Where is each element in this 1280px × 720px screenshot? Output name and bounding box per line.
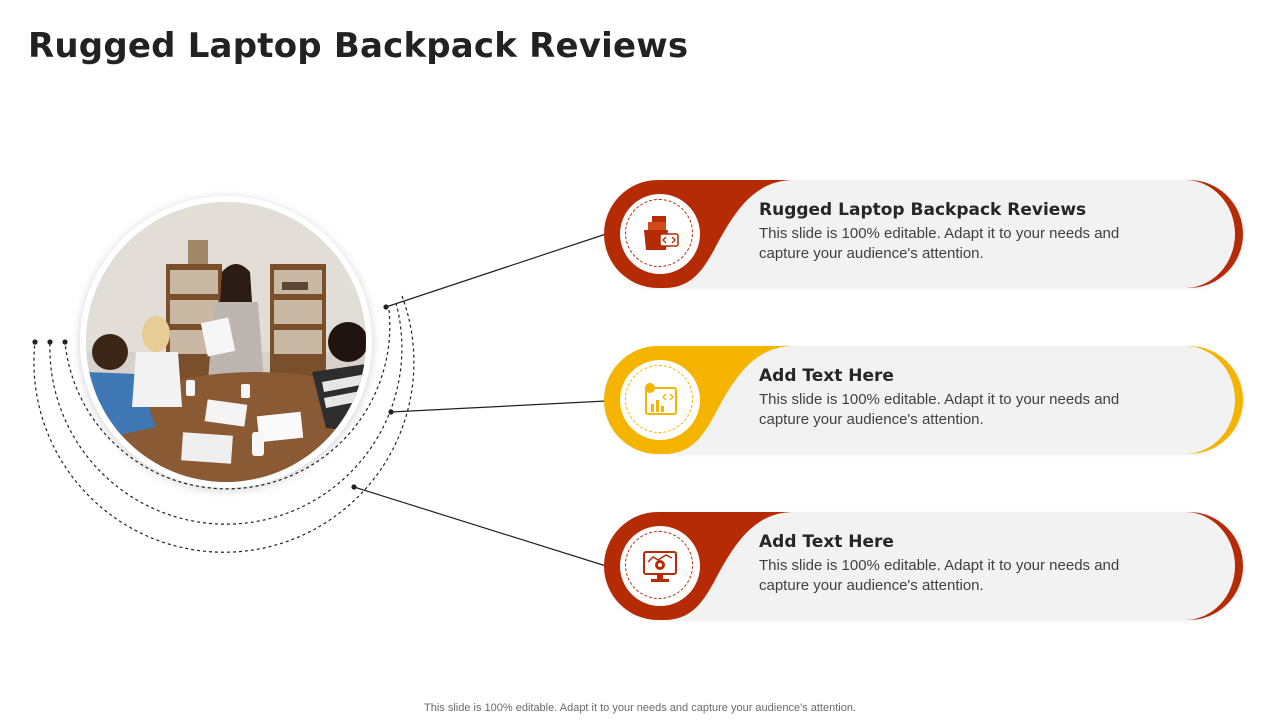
review-card: Rugged Laptop Backpack Reviews This slid… [604, 180, 1244, 288]
card-body: This slide is 100% editable. Adapt it to… [759, 557, 1120, 594]
code-files-box-icon [644, 216, 679, 250]
card-title: Add Text Here [759, 366, 894, 386]
review-card: Add Text Here This slide is 100% editabl… [604, 512, 1244, 620]
card-body: This slide is 100% editable. Adapt it to… [759, 391, 1120, 428]
slide-footer: This slide is 100% editable. Adapt it to… [424, 702, 856, 714]
slide-title: Rugged Laptop Backpack Reviews [28, 26, 689, 66]
monitor-gears-icon [643, 551, 677, 582]
card-body: This slide is 100% editable. Adapt it to… [759, 225, 1120, 262]
meeting-photo-frame [80, 196, 372, 488]
card-title: Add Text Here [759, 532, 894, 552]
icon-badge [620, 360, 700, 440]
review-card: Add Text Here This slide is 100% editabl… [604, 346, 1244, 454]
card-title: Rugged Laptop Backpack Reviews [759, 200, 1087, 220]
icon-badge [620, 526, 700, 606]
meeting-photo [86, 202, 366, 482]
icon-badge [620, 194, 700, 274]
analytics-dashboard-icon [645, 383, 677, 415]
